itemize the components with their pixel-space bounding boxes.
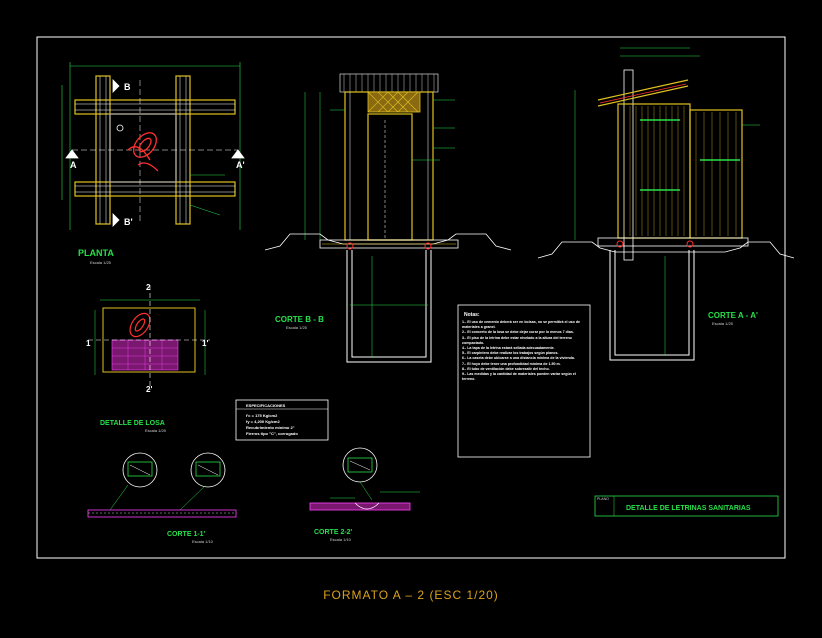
- sheet-title: DETALLE DE LETRINAS SANITARIAS: [626, 505, 751, 512]
- detalle-losa-scale: Escala 1/25: [145, 428, 167, 433]
- planta-scale: Escala 1/25: [90, 260, 112, 265]
- title-block-tag: PLANO: [597, 497, 609, 501]
- corte-aa-view: CORTE A - A' Escala 1/25: [537, 47, 795, 361]
- corte-aa-scale: Escala 1/25: [712, 321, 734, 326]
- detalle-losa-view: 2 2' 1 1' DETALLE DE LOSA Escala 1/25: [86, 283, 210, 433]
- specs-title: ESPECIFICACIONES: [246, 403, 286, 408]
- corte-aa-title: CORTE A - A': [708, 311, 758, 320]
- note-item: 9.- Las medidas y la cantidad de materia…: [462, 372, 576, 382]
- notes-title: Notas:: [464, 312, 480, 318]
- sheet-border: [36, 36, 786, 559]
- note-item: 6.- La caseta debe ubicarse a una distan…: [462, 356, 575, 361]
- specs-box: ESPECIFICACIONES f'c = 175 Kg/cm2 fy = 4…: [235, 399, 329, 441]
- note-item: 4.- La tapa de la letrina estará sellada…: [462, 346, 555, 351]
- section-marker-1-prime: 1': [202, 339, 208, 348]
- specs-line-1: f'c = 175 Kg/cm2: [246, 413, 278, 418]
- corte-22-title: CORTE 2-2': [314, 529, 353, 536]
- note-item: 8.- El tubo de ventilación debe sobresal…: [462, 366, 550, 371]
- corte-22-scale: Escala 1/10: [330, 537, 352, 542]
- section-marker-b: B: [124, 82, 131, 92]
- section-marker-a-prime: A': [236, 160, 245, 170]
- planta-title: PLANTA: [78, 248, 114, 258]
- title-block: PLANO DETALLE DE LETRINAS SANITARIAS: [594, 495, 779, 517]
- corte-22-view: CORTE 2-2' Escala 1/10: [309, 447, 420, 542]
- corte-11-title: CORTE 1-1': [167, 531, 206, 538]
- note-item: 3.- El piso de la letrina debe estar niv…: [462, 335, 572, 345]
- note-item: 2.- El concreto de la losa se debe dejar…: [462, 330, 574, 335]
- corte-bb-scale: Escala 1/25: [286, 325, 308, 330]
- specs-line-4: Fierros tipo "C", corrugado: [246, 431, 298, 436]
- specs-line-3: Recubrimiento mínimo 2": [246, 425, 295, 430]
- section-marker-2: 2: [146, 283, 151, 292]
- specs-line-2: fy = 4,200 Kg/cm2: [246, 419, 280, 424]
- notes-box: Notas: 1.- El uso de cemento deberá ser …: [457, 304, 591, 458]
- corte-bb-view: CORTE B - B Escala 1/25: [264, 73, 512, 363]
- note-item: 7.- El hoyo debe tener una profundidad m…: [462, 361, 561, 366]
- section-marker-1: 1: [86, 339, 91, 348]
- note-item: 5.- El carpintero debe realizar los trab…: [462, 351, 559, 356]
- note-item: 1.- El uso de cemento deberá ser en bols…: [462, 320, 581, 330]
- planta-view: A A' B B' PLANTA Escala 1/25: [61, 62, 245, 265]
- section-marker-b-prime: B': [124, 217, 133, 227]
- corte-bb-title: CORTE B - B: [275, 315, 324, 324]
- detalle-losa-title: DETALLE DE LOSA: [100, 420, 165, 427]
- section-marker-2-prime: 2': [146, 385, 152, 394]
- corte-11-scale: Escala 1/10: [192, 539, 214, 544]
- format-caption: FORMATO A – 2 (ESC 1/20): [323, 588, 499, 602]
- section-marker-a: A: [70, 160, 77, 170]
- corte-11-view: CORTE 1-1' Escala 1/10: [87, 452, 237, 544]
